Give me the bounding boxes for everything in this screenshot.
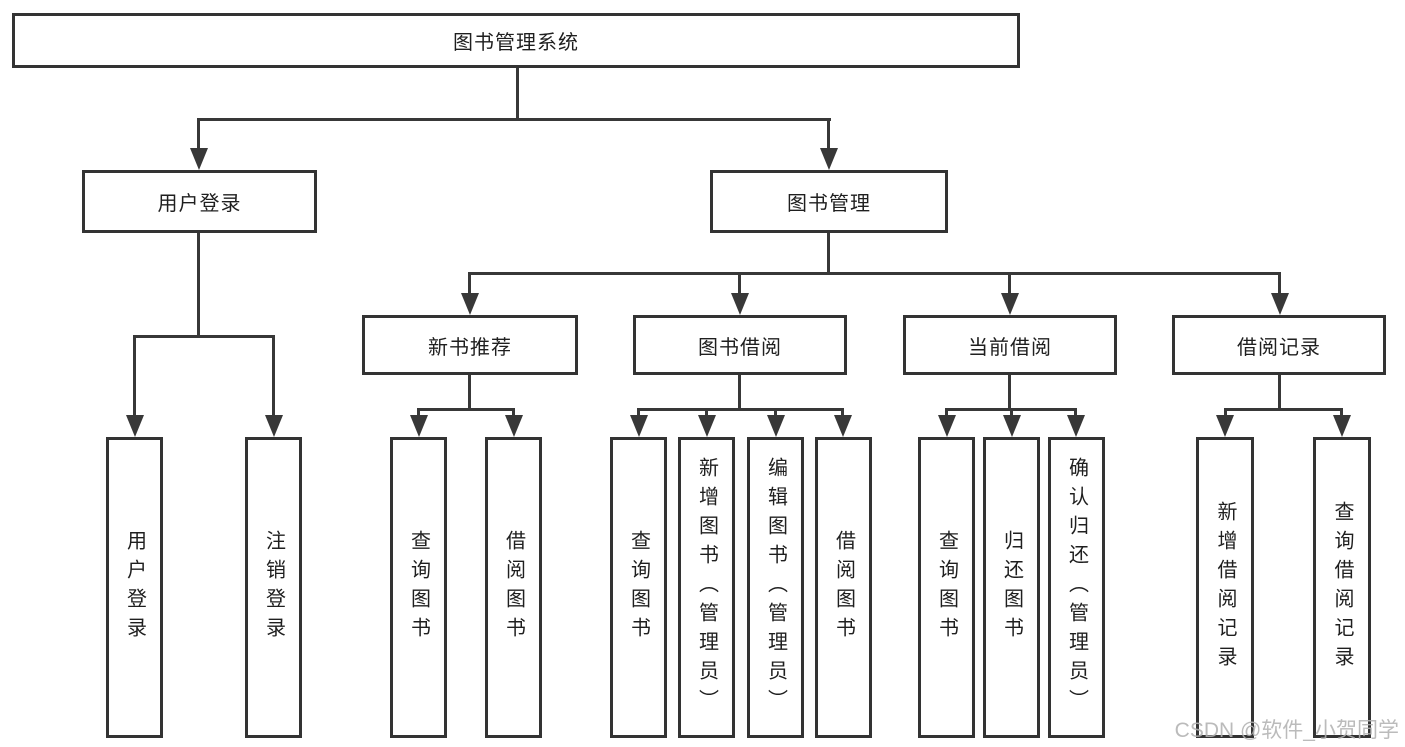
connector-line [1224,408,1227,418]
connector-arrow-down [1271,293,1289,315]
node-borrowing-records: 借阅记录 [1172,315,1386,375]
connector-line [133,335,136,417]
connector-line [468,272,1281,275]
connector-line [774,408,777,418]
connector-arrow-down [938,415,956,437]
connector-line [1074,408,1077,418]
leaf-label: 查询图书 [407,529,430,646]
connector-arrow-down [265,415,283,437]
watermark: CSDN @软件_小贺同学 [1174,719,1399,742]
connector-line [468,272,471,295]
connector-line [516,68,519,120]
connector-line [945,408,948,418]
node-label: 借阅记录 [1237,336,1321,359]
leaf-borrow-books-recommend: 借阅图书 [485,437,542,738]
node-user-login: 用户登录 [82,170,317,233]
connector-arrow-down [1067,415,1085,437]
connector-arrow-down [1001,293,1019,315]
connector-arrow-down [126,415,144,437]
connector-line [841,408,844,418]
connector-line [417,408,515,411]
connector-line [272,335,275,417]
leaf-query-borrow-record: 查询借阅记录 [1313,437,1371,738]
connector-arrow-down [630,415,648,437]
leaf-label: 用户登录 [123,529,146,646]
node-label: 新书推荐 [428,336,512,359]
connector-line [133,335,275,338]
connector-arrow-down [190,148,208,170]
leaf-logout: 注销登录 [245,437,302,738]
connector-line [738,375,741,410]
leaf-confirm-return-admin: 确认归还（管理员） [1048,437,1105,738]
node-label: 图书管理系统 [453,32,579,54]
connector-line [738,272,741,295]
connector-line [1008,375,1011,410]
connector-line [637,408,844,411]
leaf-label: 新增图书（管理员） [695,457,718,718]
leaf-borrow-books: 借阅图书 [815,437,872,738]
connector-line [512,408,515,418]
leaf-query-books-recommend: 查询图书 [390,437,447,738]
connector-line [1008,272,1011,295]
leaf-label: 编辑图书（管理员） [764,457,787,718]
node-new-book-recommendation: 新书推荐 [362,315,578,375]
node-label: 图书管理 [787,193,871,215]
leaf-add-books-admin: 新增图书（管理员） [678,437,735,738]
connector-arrow-down [834,415,852,437]
connector-arrow-down [698,415,716,437]
connector-line [197,118,200,150]
connector-line [827,233,830,275]
connector-arrow-down [731,293,749,315]
leaf-return-books: 归还图书 [983,437,1040,738]
leaf-label: 查询图书 [935,529,958,646]
connector-arrow-down [1003,415,1021,437]
node-library-management-system: 图书管理系统 [12,13,1020,68]
connector-line [637,408,640,418]
connector-line [827,118,830,150]
leaf-label: 借阅图书 [502,529,525,646]
leaf-add-borrow-record: 新增借阅记录 [1196,437,1254,738]
node-current-borrowing: 当前借阅 [903,315,1117,375]
leaf-label: 注销登录 [262,529,285,646]
leaf-query-books-borrowing: 查询图书 [610,437,667,738]
node-label: 用户登录 [157,193,242,215]
leaf-label: 查询借阅记录 [1331,500,1353,675]
connector-arrow-down [1333,415,1351,437]
connector-line [1278,272,1281,295]
leaf-label: 查询图书 [627,529,650,646]
node-label: 图书借阅 [698,336,782,359]
leaf-label: 归还图书 [1000,529,1023,646]
connector-line [198,118,831,121]
leaf-label: 新增借阅记录 [1214,500,1236,675]
leaf-label: 确认归还（管理员） [1065,457,1088,718]
connector-line [705,408,708,418]
leaf-user-login: 用户登录 [106,437,163,738]
connector-line [468,375,471,410]
connector-arrow-down [767,415,785,437]
connector-line [197,233,200,337]
connector-line [1224,408,1343,411]
connector-arrow-down [505,415,523,437]
leaf-label: 借阅图书 [832,529,855,646]
connector-line [417,408,420,418]
node-book-borrowing: 图书借阅 [633,315,847,375]
node-book-management: 图书管理 [710,170,948,233]
connector-arrow-down [820,148,838,170]
connector-arrow-down [461,293,479,315]
connector-arrow-down [1216,415,1234,437]
connector-line [1278,375,1281,410]
connector-arrow-down [410,415,428,437]
leaf-query-books-current: 查询图书 [918,437,975,738]
node-label: 当前借阅 [968,336,1052,359]
leaf-edit-books-admin: 编辑图书（管理员） [747,437,804,738]
connector-line [1010,408,1013,418]
connector-line [1340,408,1343,418]
